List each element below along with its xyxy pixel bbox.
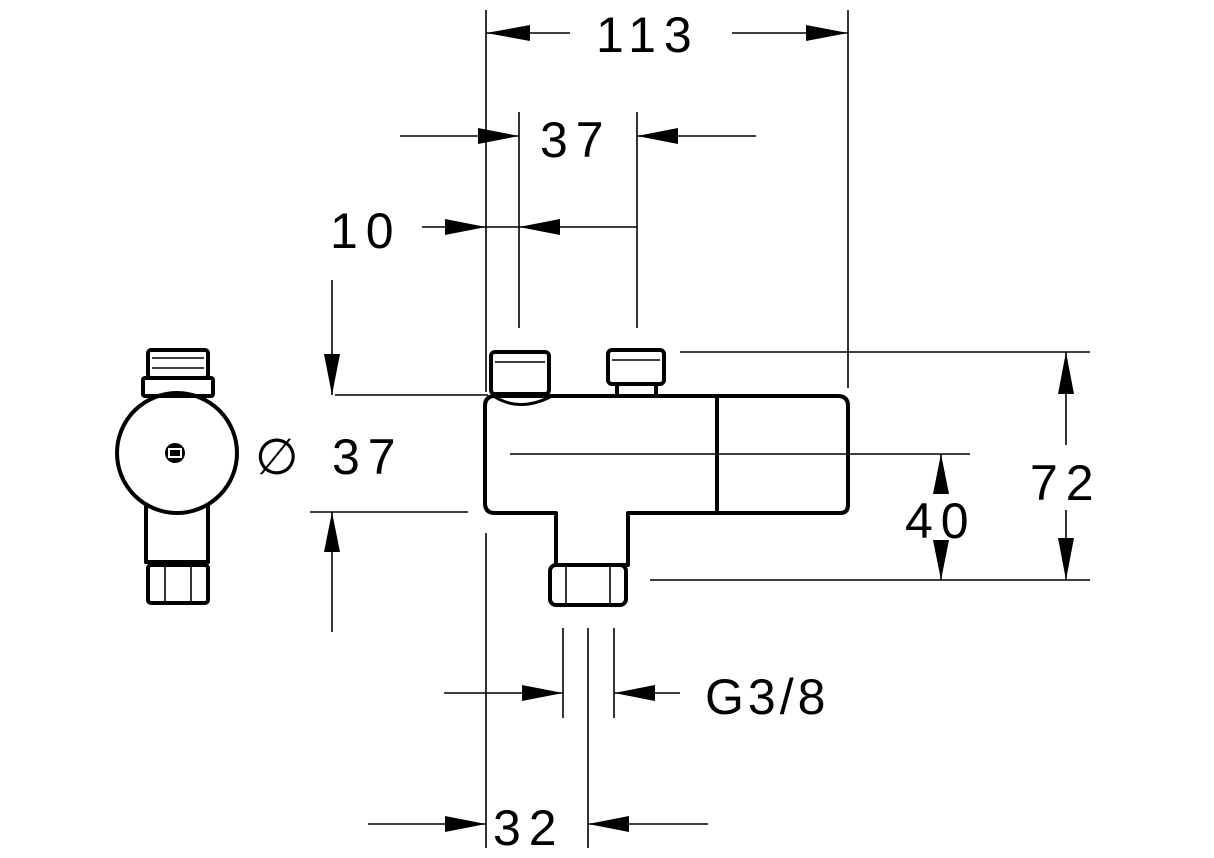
- dimension-outlet-offset: 32: [368, 800, 708, 856]
- dimension-inlet-spacing: 37: [400, 112, 756, 168]
- extension-lines: [310, 10, 1090, 848]
- outlet-fitting: [548, 563, 628, 607]
- dimension-total-length: 113: [486, 7, 848, 63]
- label-diameter: 37: [332, 429, 404, 485]
- inlet-fitting-right: [606, 348, 666, 386]
- label-outlet-thread: G3/8: [705, 669, 829, 725]
- label-outlet-offset: 32: [493, 800, 565, 856]
- dimension-inlet-offset: 10: [330, 203, 637, 259]
- label-total-height: 72: [1030, 455, 1102, 511]
- label-inlet-offset: 10: [330, 203, 402, 259]
- dimension-total-height: 72: [1030, 352, 1102, 580]
- inlet-fitting-left: [489, 350, 551, 396]
- valve-body: [483, 394, 850, 567]
- diameter-symbol: ∅: [255, 429, 299, 485]
- dimension-outlet-thread: G3/8: [444, 669, 829, 725]
- label-inlet-spacing: 37: [540, 112, 612, 168]
- front-view: [483, 348, 850, 607]
- dimension-outlet-height: 40: [905, 454, 977, 580]
- side-view: [115, 348, 239, 605]
- label-total-length: 113: [596, 7, 700, 63]
- dimension-diameter: ∅ 37: [255, 280, 404, 632]
- label-outlet-height: 40: [905, 493, 977, 549]
